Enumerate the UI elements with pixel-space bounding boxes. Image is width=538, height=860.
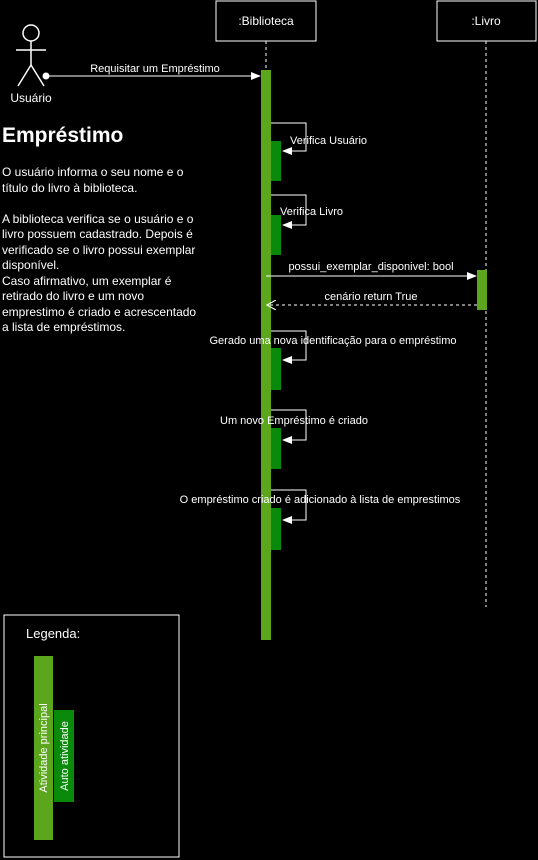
self-message-adicionado-label: O empréstimo criado é adicionado à lista… — [180, 494, 461, 506]
self-activation-verifica-usuario — [271, 141, 281, 181]
message-requisitar-label: Requisitar um Empréstimo — [90, 63, 220, 75]
legend-self-activity-swatch — [54, 710, 74, 802]
self-message-gerado-arrow — [271, 330, 307, 364]
self-message-verifica-usuario-arrow — [271, 122, 307, 155]
actor-usuario — [16, 24, 46, 87]
legend-title: Legenda: — [26, 626, 80, 641]
description-title: Empréstimo — [2, 124, 124, 147]
description-panel: Empréstimo O usuário informa o seu nome … — [2, 123, 202, 336]
self-message-novo-label: Um novo Empréstimo é criado — [220, 415, 368, 427]
self-message-adicionado-arrow — [271, 489, 307, 524]
biblioteca-activation — [261, 70, 271, 640]
legend-main-activity-label: Atividade principal — [38, 703, 50, 792]
message-return-label: cenário return True — [325, 291, 418, 303]
self-message-verifica-livro-arrow — [271, 194, 307, 229]
participant-livro-label: :Livro — [471, 14, 501, 28]
self-activation-gerado — [271, 348, 281, 390]
legend-box — [3, 614, 180, 858]
livro-activation — [477, 270, 487, 310]
participant-biblioteca-label: :Biblioteca — [238, 14, 294, 28]
self-activation-novo — [271, 428, 281, 469]
self-activation-adicionado — [271, 508, 281, 550]
actor-label: Usuário — [10, 91, 52, 105]
description-body: O usuário informa o seu nome e o título … — [2, 165, 197, 334]
self-message-verifica-usuario-label: Verifica Usuário — [290, 135, 367, 147]
participant-livro-box — [436, 0, 537, 42]
message-possui-exemplar-label: possui_exemplar_disponivel: bool — [288, 261, 453, 273]
self-message-gerado-label: Gerado uma nova identificação para o emp… — [209, 335, 456, 347]
self-message-novo-arrow — [271, 409, 307, 444]
legend-self-activity-label: Auto atividade — [59, 721, 71, 791]
participant-biblioteca-box — [215, 0, 317, 42]
self-message-verifica-livro-label: Verifica Livro — [280, 206, 343, 218]
self-activation-verifica-livro — [271, 215, 281, 255]
legend-main-activity-swatch — [34, 656, 53, 840]
